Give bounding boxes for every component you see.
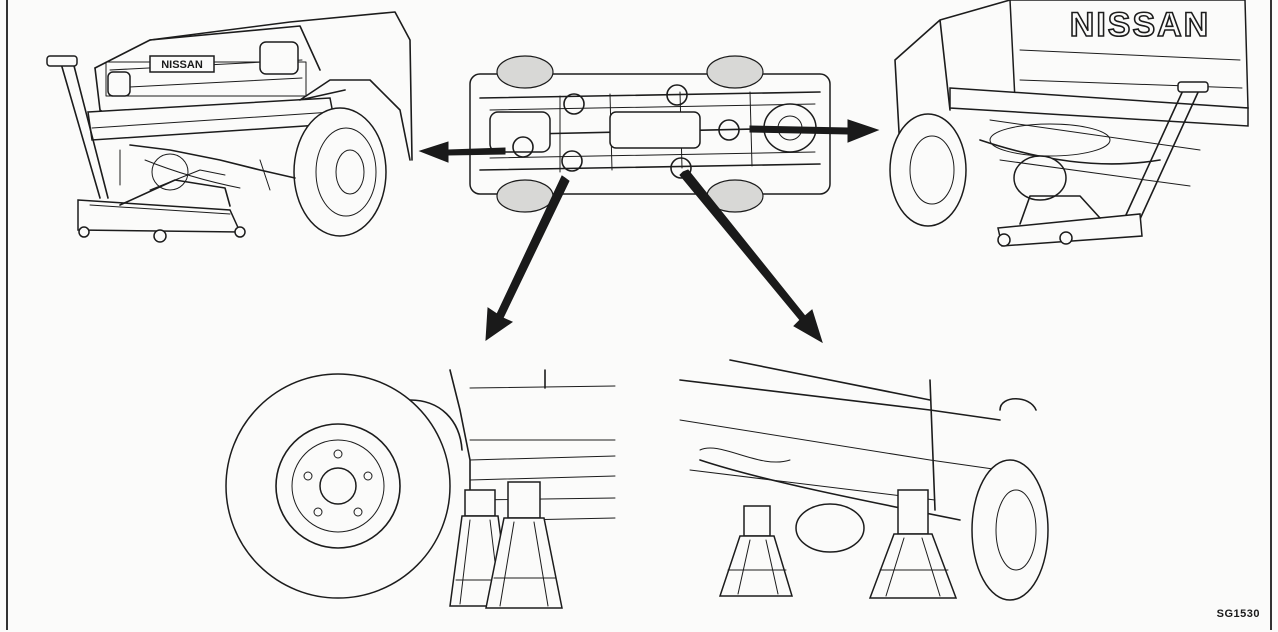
figure-frame	[6, 0, 1272, 630]
jack-stand-right	[485, 481, 563, 609]
rear-jack-stands-view	[679, 359, 1049, 601]
front-jack-stands-view	[225, 369, 616, 609]
rear-badge-text: NISSAN	[1070, 6, 1210, 44]
jack-stand-rear-left	[718, 505, 794, 597]
front-floor-jack-view: NISSAN	[46, 11, 413, 243]
rear-floor-jack-view: NISSAN	[889, 0, 1249, 247]
front-badge-text: NISSAN	[161, 59, 203, 71]
figure-reference-code: SG1530	[1216, 608, 1260, 620]
underbody-view	[469, 55, 831, 213]
direction-arrows	[418, 119, 880, 344]
jack-stand-rear-right	[868, 489, 958, 599]
